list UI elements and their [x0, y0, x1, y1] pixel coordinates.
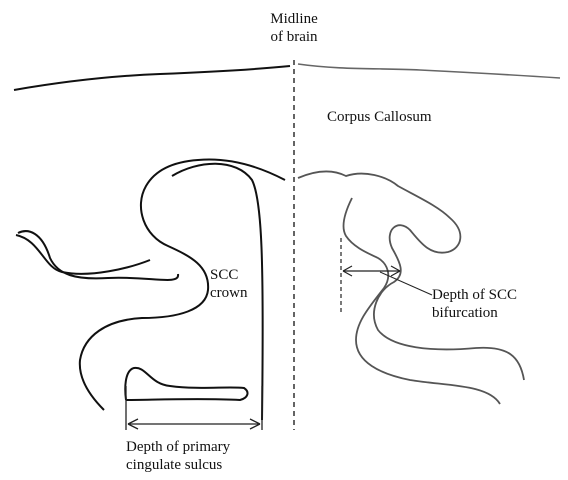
left-sulcus-loop: [125, 368, 247, 400]
scc-bifurcation-label-line2: bifurcation: [432, 304, 517, 322]
bifurcation-leader-line: [380, 272, 432, 295]
scc-bifurcation-label-line1: Depth of SCC: [432, 286, 517, 304]
midline-label-line2: of brain: [246, 28, 342, 46]
midline-label-line1: Midline: [246, 10, 342, 28]
primary-sulcus-depth-label: Depth of primary cingulate sulcus: [126, 438, 230, 474]
scc-bifurcation-label: Depth of SCC bifurcation: [432, 286, 517, 322]
primary-sulcus-depth-label-line2: cingulate sulcus: [126, 456, 230, 474]
right-callosum-boundary: [298, 64, 560, 78]
corpus-callosum-label: Corpus Callosum: [327, 108, 432, 126]
primary-sulcus-depth-label-line1: Depth of primary: [126, 438, 230, 456]
left-callosum-boundary: [14, 66, 290, 90]
right-gyrus-outline: [298, 172, 524, 380]
scc-crown-label-line2: crown: [210, 284, 248, 302]
scc-crown-label-line1: SCC: [210, 266, 248, 284]
midline-label: Midline of brain: [246, 10, 342, 46]
scc-crown-label: SCC crown: [210, 266, 248, 302]
